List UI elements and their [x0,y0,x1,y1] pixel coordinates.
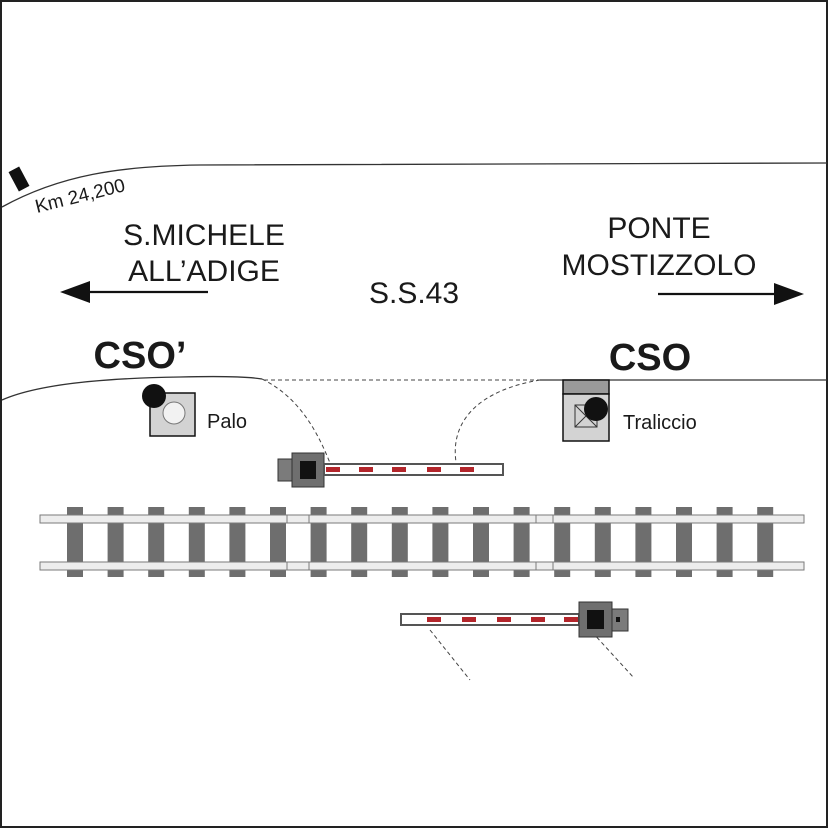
km-marker-post [8,166,30,192]
rail-joints [286,515,554,570]
road-dashed-lines [261,378,635,681]
road-edge-top [1,162,828,208]
arrow-right-icon [658,283,804,305]
rail-bottom [39,561,805,571]
railway-tie [107,507,124,577]
barrier-lower [400,601,629,638]
railway-tie [351,507,368,577]
railway-tie [188,507,205,577]
railway-tie [67,507,83,577]
railway-tie [229,507,246,577]
arrow-left-icon [60,281,208,303]
pole-icon [142,384,196,437]
railway-tie [716,507,733,577]
railway-tie [391,507,408,577]
barrier-upper-stripes [326,467,474,472]
railway-tie [513,507,530,577]
rail-top [39,514,805,524]
left-station-label: CSO’ [94,335,187,377]
railway-tie [270,507,286,577]
railway-tie [635,507,652,577]
pole-label: Palo [207,411,247,433]
road-name: S.S.43 [369,277,459,310]
pylon-label: Traliccio [623,412,697,434]
railway-tie [148,507,165,577]
railway-tie [594,507,611,577]
railway-tie [757,507,774,577]
pylon-icon [562,379,610,442]
road-edge-bottom-left [1,375,263,401]
railway-tie [432,507,449,577]
railway-ties [67,507,774,577]
barrier-upper [277,452,504,488]
railway-track [39,507,805,577]
railway-tie [473,507,489,577]
left-destination-line2: ALL’ADIGE [128,255,280,288]
left-destination-line1: S.MICHELE [123,219,285,252]
right-destination-line2: MOSTIZZOLO [562,249,757,282]
right-destination-line1: PONTE [607,212,710,245]
railway-tie [676,507,692,577]
right-station-label: CSO [609,337,691,379]
railway-tie [310,507,327,577]
railway-tie [554,507,571,577]
barrier-lower-stripes [427,617,578,622]
